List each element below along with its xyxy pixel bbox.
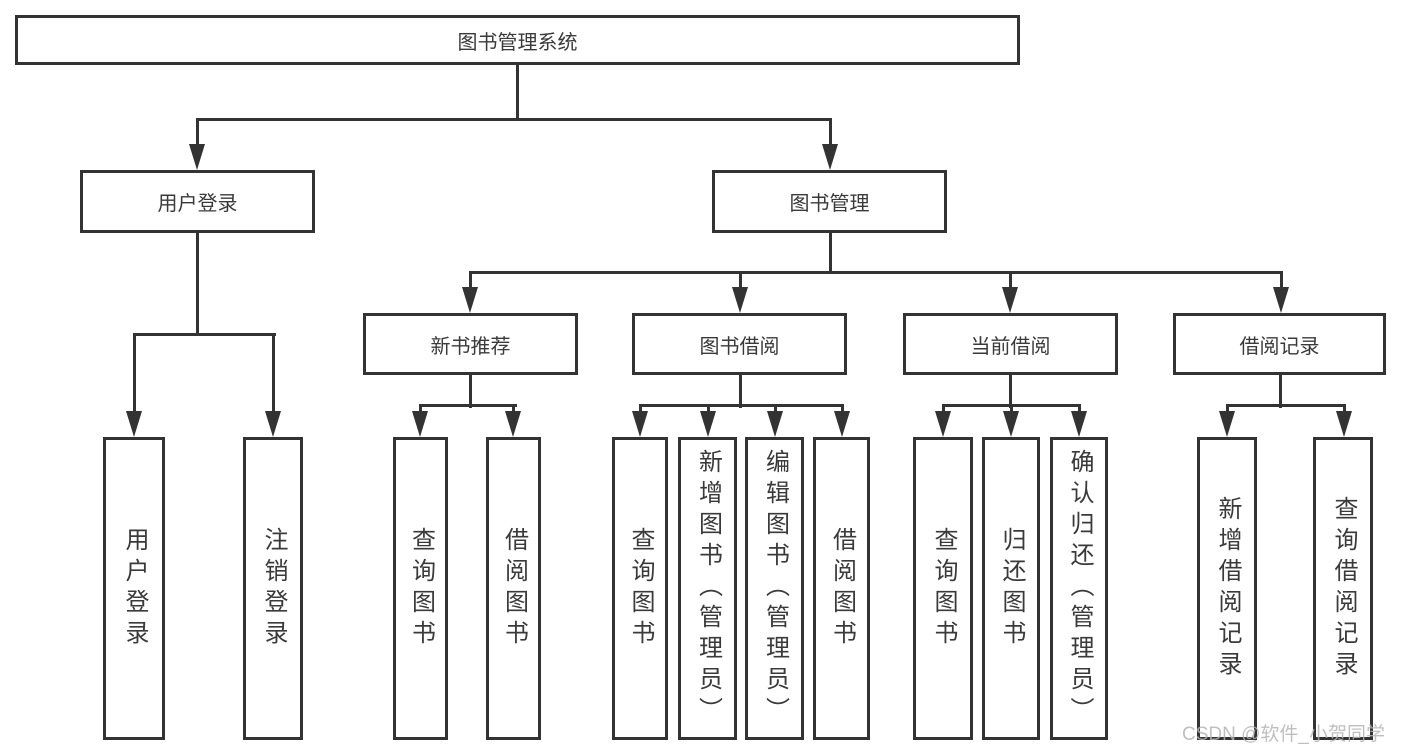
leaf-records-query: 查询借阅记录 bbox=[1313, 437, 1373, 740]
leaf-bookborrow-query-label: 查询图书 bbox=[627, 526, 654, 651]
leaf-newbooks-borrow: 借阅图书 bbox=[486, 437, 541, 740]
node-user-login-label: 用户登录 bbox=[157, 193, 238, 215]
arrow-down-icon bbox=[834, 411, 850, 437]
connector-newbooks-drop-1 bbox=[419, 404, 422, 414]
connector-bookmgmt-drop-4 bbox=[1280, 271, 1283, 289]
leaf-user-login: 用户登录 bbox=[103, 437, 165, 740]
arrow-down-icon bbox=[265, 411, 281, 437]
leaf-newbooks-query-label: 查询图书 bbox=[407, 526, 435, 651]
leaf-currentborrow-confirm: 确认归还（管理员） bbox=[1050, 437, 1108, 740]
arrow-down-icon bbox=[1219, 411, 1235, 437]
connector-currentborrow-drop-1 bbox=[942, 404, 945, 414]
arrow-down-icon bbox=[462, 287, 478, 313]
node-borrow-records-label: 借阅记录 bbox=[1239, 335, 1320, 358]
connector-bookborrow-drop-3 bbox=[774, 404, 777, 414]
node-borrow-records: 借阅记录 bbox=[1173, 313, 1386, 375]
connector-borrowrecords-drop-1 bbox=[1226, 404, 1229, 414]
node-book-management: 图书管理 bbox=[712, 170, 947, 233]
connector-currentborrow-vline bbox=[1009, 373, 1012, 408]
connector-userlogin-drop-2 bbox=[272, 333, 275, 413]
node-root: 图书管理系统 bbox=[15, 15, 1020, 65]
leaf-bookborrow-add-label: 新增图书（管理员） bbox=[694, 449, 722, 728]
arrow-down-icon bbox=[1002, 287, 1018, 313]
leaf-logout: 注销登录 bbox=[243, 437, 303, 740]
leaf-currentborrow-confirm-label: 确认归还（管理员） bbox=[1066, 449, 1093, 728]
leaf-bookborrow-edit-label: 编辑图书（管理员） bbox=[761, 449, 789, 728]
csdn-watermark: CSDN @软件_小贺同学 bbox=[1182, 724, 1385, 745]
node-book-borrow: 图书借阅 bbox=[632, 313, 847, 375]
connector-bookborrow-vline bbox=[739, 373, 742, 408]
connector-currentborrow-drop-3 bbox=[1078, 404, 1081, 414]
connector-newbooks-hline bbox=[419, 404, 517, 407]
leaf-user-login-label: 用户登录 bbox=[121, 526, 148, 651]
connector-newbooks-drop-2 bbox=[512, 404, 515, 414]
leaf-bookborrow-borrow-label: 借阅图书 bbox=[828, 526, 856, 651]
node-new-books-label: 新书推荐 bbox=[430, 335, 511, 358]
leaf-records-add-label: 新增借阅记录 bbox=[1214, 495, 1241, 682]
leaf-newbooks-borrow-label: 借阅图书 bbox=[500, 526, 528, 651]
arrow-down-icon bbox=[1003, 411, 1019, 437]
connector-borrowrecords-drop-2 bbox=[1343, 404, 1346, 414]
arrow-down-icon bbox=[126, 411, 142, 437]
connector-root-vline bbox=[516, 63, 519, 120]
connector-currentborrow-drop-2 bbox=[1010, 404, 1013, 414]
arrow-down-icon bbox=[412, 411, 428, 437]
connector-root-drop-right bbox=[829, 118, 832, 148]
connector-bookmgmt-drop-1 bbox=[469, 271, 472, 289]
connector-root-drop-left bbox=[196, 118, 199, 148]
arrow-down-icon bbox=[732, 287, 748, 313]
node-book-management-label: 图书管理 bbox=[789, 193, 870, 215]
leaf-currentborrow-return: 归还图书 bbox=[982, 437, 1040, 740]
node-book-borrow-label: 图书借阅 bbox=[699, 335, 780, 358]
node-current-borrow: 当前借阅 bbox=[903, 313, 1118, 375]
arrow-down-icon bbox=[700, 411, 716, 437]
leaf-currentborrow-query: 查询图书 bbox=[913, 437, 973, 740]
node-new-books: 新书推荐 bbox=[363, 313, 578, 375]
connector-userlogin-drop-1 bbox=[133, 333, 136, 413]
arrow-down-icon bbox=[505, 411, 521, 437]
leaf-currentborrow-query-label: 查询图书 bbox=[930, 526, 957, 651]
connector-newbooks-vline bbox=[469, 373, 472, 408]
arrow-down-icon bbox=[767, 411, 783, 437]
leaf-bookborrow-query: 查询图书 bbox=[612, 437, 668, 740]
arrow-down-icon bbox=[822, 144, 838, 170]
connector-borrowrecords-vline bbox=[1279, 373, 1282, 408]
connector-userlogin-hline bbox=[133, 333, 276, 336]
connector-userlogin-vline bbox=[196, 231, 199, 336]
leaf-logout-label: 注销登录 bbox=[260, 526, 287, 651]
leaf-bookborrow-borrow: 借阅图书 bbox=[813, 437, 870, 740]
leaf-records-query-label: 查询借阅记录 bbox=[1330, 495, 1357, 682]
leaf-newbooks-query: 查询图书 bbox=[393, 437, 448, 740]
connector-bookborrow-hline bbox=[639, 404, 844, 407]
connector-bookmgmt-drop-3 bbox=[1009, 271, 1012, 289]
arrow-down-icon bbox=[1071, 411, 1087, 437]
leaf-currentborrow-return-label: 归还图书 bbox=[998, 526, 1025, 651]
node-user-login: 用户登录 bbox=[80, 170, 315, 233]
connector-bookmgmt-hline bbox=[469, 271, 1283, 274]
leaf-records-add: 新增借阅记录 bbox=[1197, 437, 1257, 740]
connector-bookborrow-drop-4 bbox=[841, 404, 844, 414]
node-current-borrow-label: 当前借阅 bbox=[970, 335, 1051, 358]
arrow-down-icon bbox=[1336, 411, 1352, 437]
connector-bookborrow-drop-1 bbox=[639, 404, 642, 414]
connector-root-hline bbox=[196, 118, 832, 121]
leaf-bookborrow-edit: 编辑图书（管理员） bbox=[745, 437, 804, 740]
connector-bookmgmt-drop-2 bbox=[739, 271, 742, 289]
arrow-down-icon bbox=[189, 144, 205, 170]
connector-bookmgmt-vline bbox=[829, 231, 832, 274]
arrow-down-icon bbox=[632, 411, 648, 437]
connector-borrowrecords-hline bbox=[1226, 404, 1346, 407]
arrow-down-icon bbox=[1273, 287, 1289, 313]
connector-bookborrow-drop-2 bbox=[707, 404, 710, 414]
leaf-bookborrow-add: 新增图书（管理员） bbox=[678, 437, 737, 740]
arrow-down-icon bbox=[935, 411, 951, 437]
node-root-label: 图书管理系统 bbox=[457, 31, 578, 54]
